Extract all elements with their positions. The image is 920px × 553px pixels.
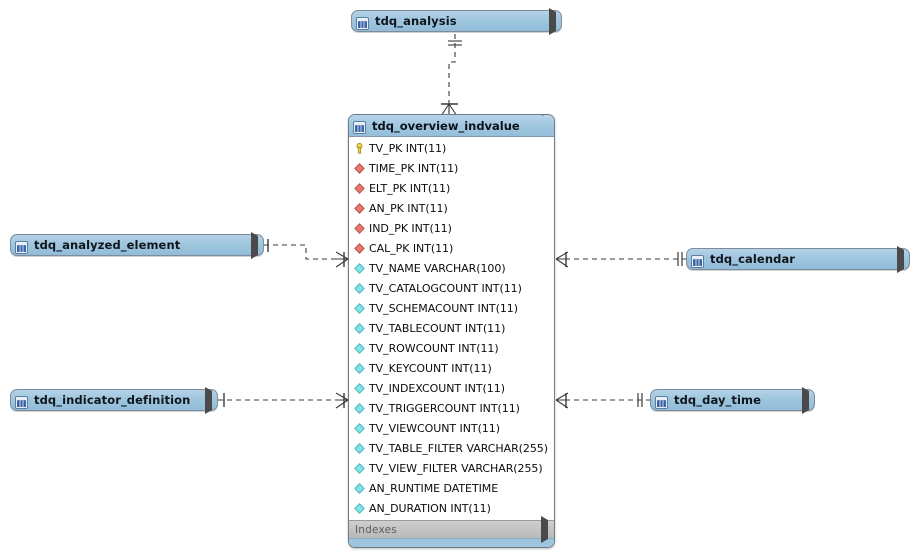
foreign-key-icon — [354, 202, 365, 214]
relationship-indicator-definition-overview[interactable] — [218, 392, 349, 409]
column-row[interactable]: TV_VIEWCOUNT INT(11) — [349, 418, 554, 438]
column-row[interactable]: TV_CATALOGCOUNT INT(11) — [349, 278, 554, 298]
table-icon — [15, 239, 28, 254]
column-label: TV_TRIGGERCOUNT INT(11) — [369, 401, 520, 415]
table-icon — [15, 394, 28, 409]
column-label: TV_INDEXCOUNT INT(11) — [369, 381, 505, 395]
table-label: tdq_analyzed_element — [34, 238, 181, 252]
column-row[interactable]: TV_TABLE_FILTER VARCHAR(255) — [349, 438, 554, 458]
table-node-tdq-analysis[interactable]: tdq_analysis — [351, 7, 562, 35]
column-row[interactable]: TV_TRIGGERCOUNT INT(11) — [349, 398, 554, 418]
column-label: TIME_PK INT(11) — [369, 161, 459, 175]
column-label: TV_CATALOGCOUNT INT(11) — [369, 281, 522, 295]
relationship-overview-day-time[interactable] — [555, 392, 652, 409]
column-icon — [354, 442, 365, 454]
column-icon — [354, 502, 365, 514]
indexes-label: Indexes — [355, 523, 397, 536]
table-header[interactable]: tdq_overview_indvalue — [349, 115, 554, 137]
column-label: TV_VIEWCOUNT INT(11) — [369, 421, 500, 435]
column-icon — [354, 342, 365, 354]
column-row[interactable]: TV_NAME VARCHAR(100) — [349, 258, 554, 278]
foreign-key-icon — [354, 242, 365, 254]
relationship-overview-calendar[interactable] — [555, 251, 688, 268]
table-icon — [655, 394, 668, 409]
indexes-section[interactable]: Indexes — [349, 516, 554, 543]
column-row[interactable]: ELT_PK INT(11) — [349, 178, 554, 198]
column-row[interactable]: AN_RUNTIME DATETIME — [349, 478, 554, 498]
column-icon — [354, 422, 365, 434]
column-row[interactable]: IND_PK INT(11) — [349, 218, 554, 238]
column-label: AN_PK INT(11) — [369, 201, 448, 215]
triangle-right-icon[interactable] — [251, 231, 258, 259]
column-label: TV_KEYCOUNT INT(11) — [369, 361, 492, 375]
column-icon — [354, 282, 365, 294]
column-row[interactable]: AN_DURATION INT(11) — [349, 498, 554, 518]
column-row[interactable]: TV_INDEXCOUNT INT(11) — [349, 378, 554, 398]
triangle-right-icon[interactable] — [549, 7, 556, 35]
table-label: tdq_day_time — [674, 393, 762, 407]
table-label: tdq_analysis — [375, 14, 457, 28]
table-node-tdq-overview-indvalue[interactable]: tdq_overview_indvalue TV_PK INT(11) TIME_… — [348, 114, 555, 548]
table-title: tdq_overview_indvalue — [372, 118, 520, 133]
table-label: tdq_calendar — [710, 252, 796, 266]
column-label: TV_TABLECOUNT INT(11) — [369, 321, 506, 335]
triangle-right-icon[interactable] — [897, 245, 904, 273]
table-icon — [356, 15, 369, 30]
column-label: ELT_PK INT(11) — [369, 181, 451, 195]
table-label: tdq_indicator_definition — [34, 393, 191, 407]
column-icon — [354, 302, 365, 314]
column-label: IND_PK INT(11) — [369, 221, 452, 235]
column-row[interactable]: TV_TABLECOUNT INT(11) — [349, 318, 554, 338]
triangle-down-icon[interactable] — [538, 115, 548, 135]
column-icon — [354, 262, 365, 274]
column-row[interactable]: TIME_PK INT(11) — [349, 158, 554, 178]
triangle-right-icon[interactable] — [802, 386, 809, 414]
column-row[interactable]: TV_KEYCOUNT INT(11) — [349, 358, 554, 378]
column-row[interactable]: TV_PK INT(11) — [349, 138, 554, 158]
table-node-tdq-analyzed-element[interactable]: tdq_analyzed_element — [10, 231, 264, 259]
foreign-key-icon — [354, 222, 365, 234]
table-node-tdq-day-time[interactable]: tdq_day_time — [650, 386, 815, 414]
column-icon — [354, 362, 365, 374]
table-node-tdq-calendar[interactable]: tdq_calendar — [686, 245, 910, 273]
table-icon — [353, 119, 366, 134]
column-label: TV_PK INT(11) — [369, 141, 447, 155]
primary-key-icon — [354, 142, 365, 154]
relationship-analysis-overview[interactable] — [440, 34, 462, 117]
table-icon — [691, 253, 704, 268]
column-label: TV_TABLE_FILTER VARCHAR(255) — [369, 441, 548, 455]
column-row[interactable]: TV_VIEW_FILTER VARCHAR(255) — [349, 458, 554, 478]
table-bottom-strip — [349, 538, 554, 547]
table-node-tdq-indicator-definition[interactable]: tdq_indicator_definition — [10, 386, 218, 414]
column-icon — [354, 462, 365, 474]
column-icon — [354, 482, 365, 494]
triangle-right-icon[interactable] — [205, 386, 212, 414]
foreign-key-icon — [354, 182, 365, 194]
column-row[interactable]: CAL_PK INT(11) — [349, 238, 554, 258]
column-label: TV_ROWCOUNT INT(11) — [369, 341, 499, 355]
column-row[interactable]: TV_SCHEMACOUNT INT(11) — [349, 298, 554, 318]
column-label: AN_DURATION INT(11) — [369, 501, 491, 515]
column-label: TV_NAME VARCHAR(100) — [369, 261, 506, 275]
column-list: TV_PK INT(11) TIME_PK INT(11) ELT_PK INT(1… — [349, 137, 554, 520]
column-label: AN_RUNTIME DATETIME — [369, 481, 499, 495]
column-icon — [354, 322, 365, 334]
triangle-right-icon[interactable] — [541, 516, 548, 543]
column-label: TV_SCHEMACOUNT INT(11) — [369, 301, 518, 315]
relationship-analyzed-element-overview[interactable] — [264, 239, 349, 268]
column-icon — [354, 382, 365, 394]
column-row[interactable]: AN_PK INT(11) — [349, 198, 554, 218]
column-icon — [354, 402, 365, 414]
foreign-key-icon — [354, 162, 365, 174]
column-label: CAL_PK INT(11) — [369, 241, 454, 255]
column-label: TV_VIEW_FILTER VARCHAR(255) — [369, 461, 543, 475]
column-row[interactable]: TV_ROWCOUNT INT(11) — [349, 338, 554, 358]
